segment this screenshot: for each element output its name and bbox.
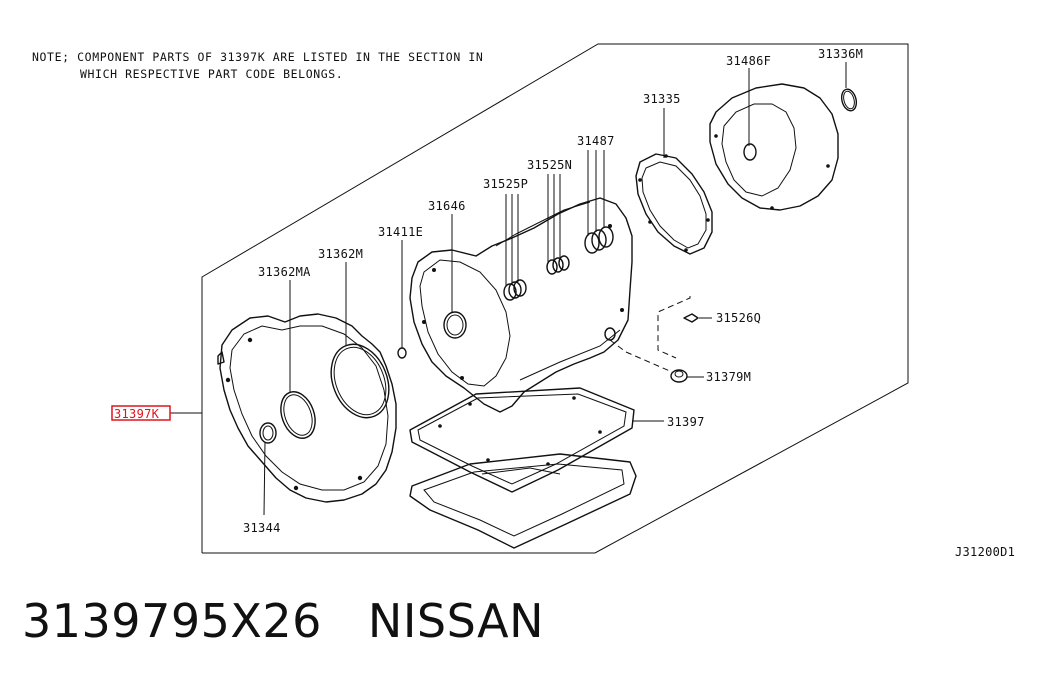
seal-rings-31487-drawing: [584, 226, 614, 254]
label-31411E[interactable]: 31411E: [378, 225, 423, 239]
label-31344[interactable]: 31344: [243, 521, 281, 535]
transmission-case-drawing: [409, 197, 633, 413]
label-31335[interactable]: 31335: [643, 92, 681, 106]
note-line-2: WHICH RESPECTIVE PART CODE BELONGS.: [80, 67, 343, 81]
label-31397K[interactable]: 31397K: [114, 407, 160, 421]
label-31525N[interactable]: 31525N: [527, 158, 572, 172]
gasket-31335-drawing: [635, 153, 713, 255]
label-31362MA[interactable]: 31362MA: [258, 265, 311, 279]
rear-extension-housing-drawing: [709, 83, 839, 211]
seal-31486F-drawing: [743, 143, 757, 161]
o-ring-31411E-drawing: [397, 347, 407, 359]
leader-lines: [170, 62, 847, 516]
case-fitting-drawing: [604, 327, 616, 341]
label-31362M[interactable]: 31362M: [318, 247, 363, 261]
oil-pan-gasket-31397-drawing: [409, 387, 635, 493]
label-31646[interactable]: 31646: [428, 199, 466, 213]
seal-31336M-drawing: [840, 88, 858, 112]
brand-name: NISSAN: [367, 594, 545, 648]
kit-boundary-frame: [201, 43, 909, 554]
label-31336M[interactable]: 31336M: [818, 47, 863, 61]
label-31487[interactable]: 31487: [577, 134, 615, 148]
seal-31646-drawing: [443, 311, 467, 339]
diagram-code: J31200D1: [955, 545, 1015, 559]
dashed-oil-line: [609, 296, 691, 373]
plug-31526Q-drawing: [683, 313, 699, 323]
label-31525P[interactable]: 31525P: [483, 177, 528, 191]
label-31486F[interactable]: 31486F: [726, 54, 771, 68]
label-31526Q[interactable]: 31526Q: [716, 311, 761, 325]
oil-pan-drawing: [409, 453, 637, 549]
nut-31379M-drawing: [670, 369, 688, 383]
label-31379M[interactable]: 31379M: [706, 370, 751, 384]
seal-rings-31525N-drawing: [546, 255, 570, 275]
part-number: 3139795X26: [22, 594, 322, 648]
o-ring-31362MA-drawing: [280, 391, 316, 439]
seal-rings-31525P-drawing: [503, 279, 527, 301]
label-31397[interactable]: 31397: [667, 415, 705, 429]
part-footer: 3139795X26 NISSAN: [22, 594, 544, 648]
front-housing-drawing: [217, 313, 397, 503]
highlight-box-31397K: [111, 405, 171, 421]
seal-31344-drawing: [259, 422, 277, 444]
note-line-1: NOTE; COMPONENT PARTS OF 31397K ARE LIST…: [32, 50, 483, 64]
